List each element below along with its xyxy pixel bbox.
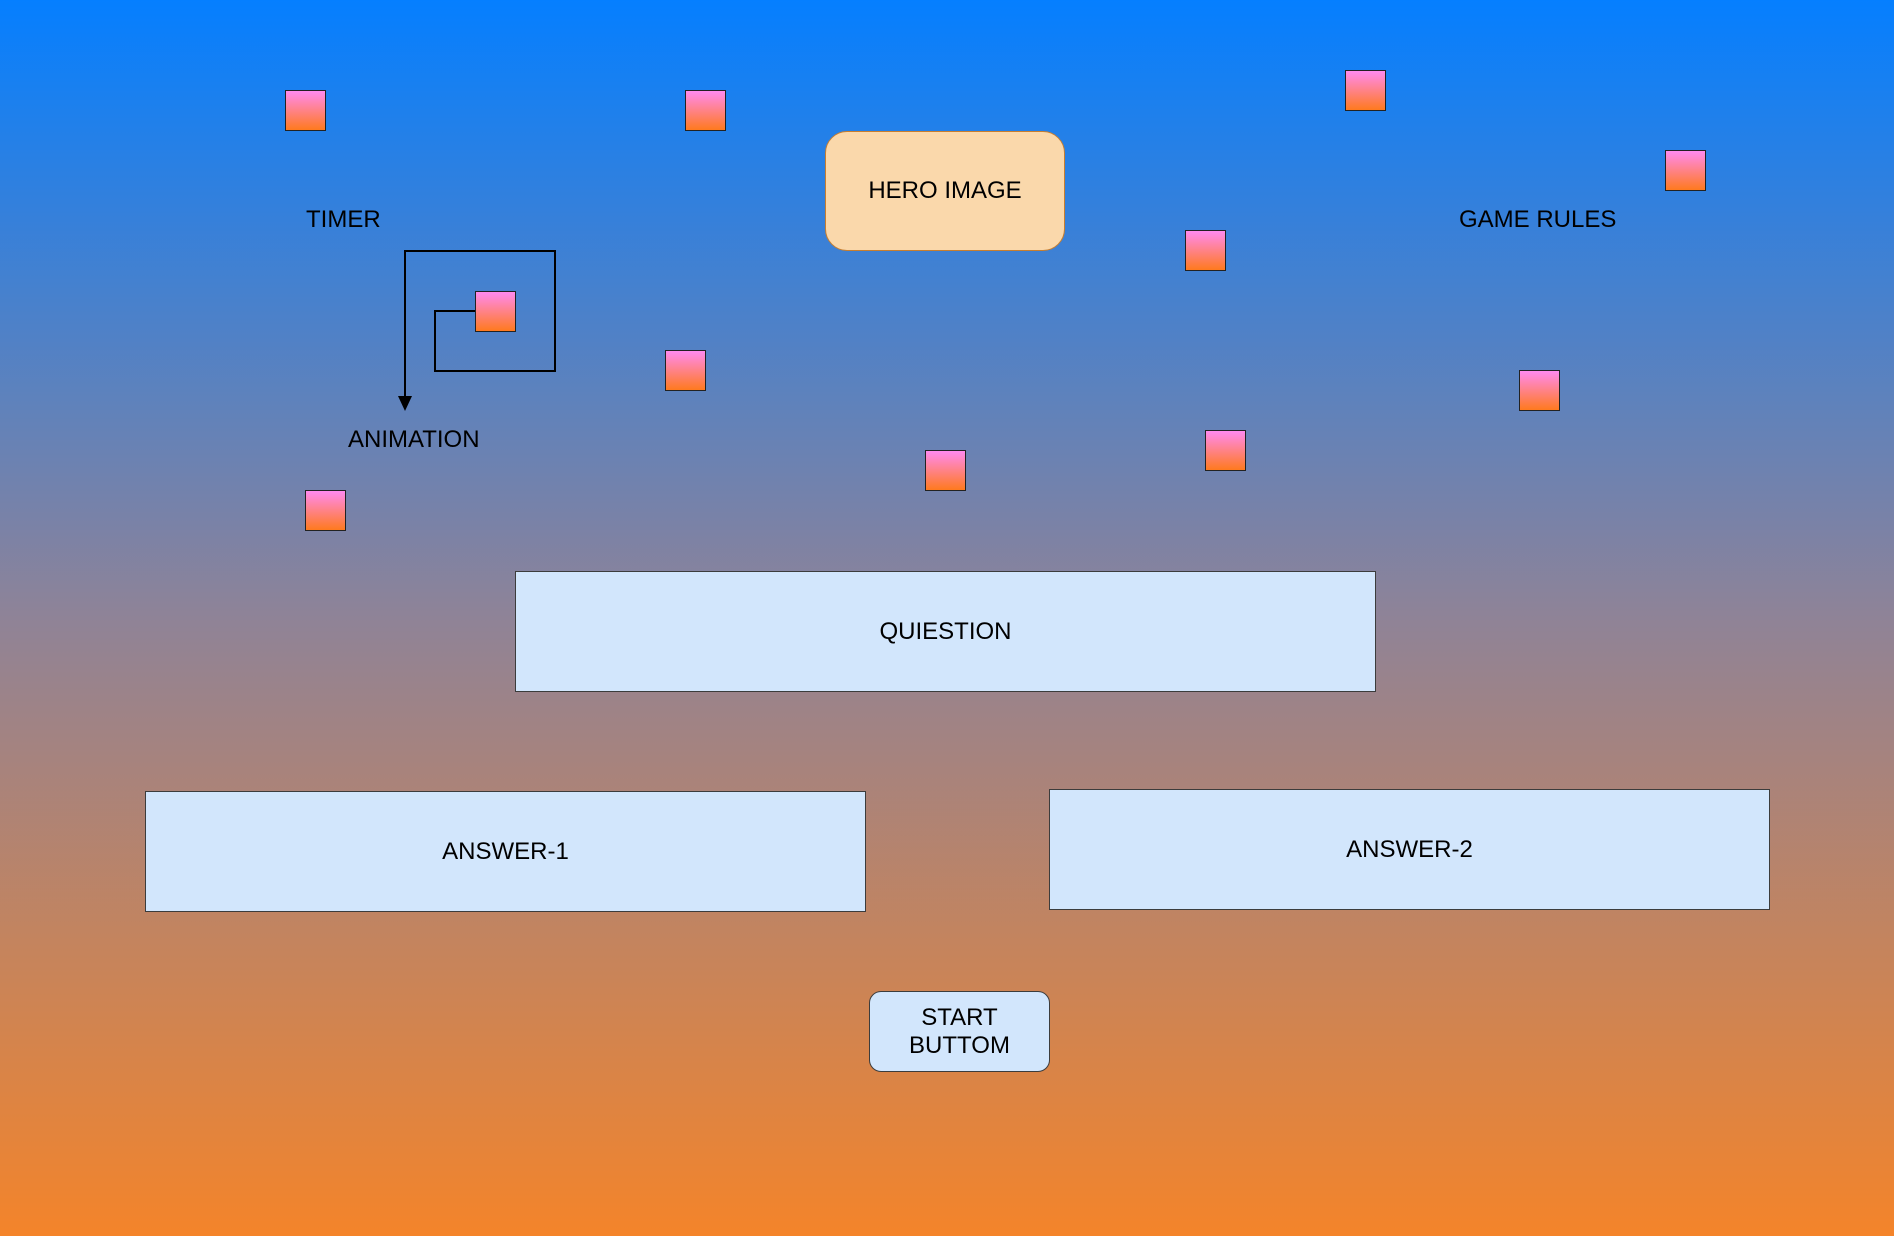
animation-label: ANIMATION: [348, 426, 480, 453]
game-rules-label: GAME RULES: [1459, 206, 1617, 233]
question-box: QUIESTION: [515, 571, 1376, 692]
decorative-square: [475, 291, 516, 332]
decorative-square: [1185, 230, 1226, 271]
decorative-square: [1519, 370, 1560, 411]
hero-image-box: HERO IMAGE: [825, 131, 1065, 251]
decorative-square: [285, 90, 326, 131]
decorative-square: [1205, 430, 1246, 471]
decorative-square: [665, 350, 706, 391]
decorative-square: [1665, 150, 1706, 191]
answer-2-box[interactable]: ANSWER-2: [1049, 789, 1770, 910]
decorative-square: [925, 450, 966, 491]
decorative-square: [1345, 70, 1386, 111]
decorative-square: [685, 90, 726, 131]
answer-1-box[interactable]: ANSWER-1: [145, 791, 866, 912]
start-button[interactable]: START BUTTOM: [869, 991, 1050, 1072]
decorative-square: [305, 490, 346, 531]
timer-label: TIMER: [306, 206, 381, 233]
